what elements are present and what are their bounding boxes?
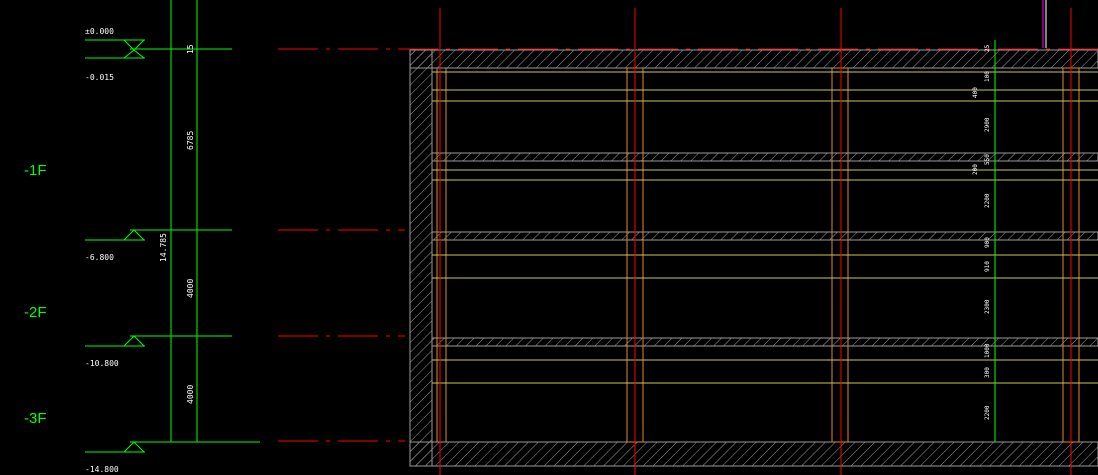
rdim-12: 2200 <box>984 405 991 420</box>
rdim-10: 1000 <box>984 343 991 358</box>
rdim-0: 25 <box>984 44 991 52</box>
dim-seg-0: 15 <box>186 44 195 54</box>
level-label-0b: -0.015 <box>85 73 114 82</box>
rdim-8: 910 <box>984 261 991 272</box>
right-dim-labels: 25 100 400 2900 550 200 2200 900 910 230… <box>972 44 991 420</box>
wall-outline <box>409 49 1098 467</box>
rdim-11: 300 <box>984 367 991 378</box>
level-label-1: -6.800 <box>85 253 114 262</box>
level-label-0: ±0.000 <box>85 27 114 36</box>
level-mark-1: -6.800 <box>85 229 145 262</box>
rdim-2: 400 <box>972 87 979 98</box>
dim-seg-3: 4000 <box>186 385 195 404</box>
rdim-4: 550 <box>984 154 991 165</box>
dim-total: 14.785 <box>159 233 168 262</box>
rdim-3: 2900 <box>984 117 991 132</box>
level-mark-0: ±0.000 -0.015 <box>85 27 145 82</box>
rdim-9: 2300 <box>984 299 991 314</box>
floor-label-2: -2F <box>24 304 47 321</box>
level-label-2: -10.800 <box>85 359 119 368</box>
dim-seg-2: 4000 <box>186 279 195 298</box>
rdim-5: 200 <box>972 164 979 175</box>
floor-label-1: -1F <box>24 162 47 179</box>
level-mark-2: -10.800 <box>85 335 145 368</box>
grid-axis-lines <box>278 0 1098 475</box>
rdim-7: 900 <box>984 237 991 248</box>
rdim-1: 100 <box>984 71 991 82</box>
floor-label-3: -3F <box>24 410 47 427</box>
dim-seg-1: 6785 <box>186 131 195 150</box>
level-mark-3: -14.800 <box>85 441 145 474</box>
beam-lines <box>432 71 1098 384</box>
rdim-6: 2200 <box>984 193 991 208</box>
left-dimension-chain <box>130 0 260 443</box>
level-label-3: -14.800 <box>85 465 119 474</box>
